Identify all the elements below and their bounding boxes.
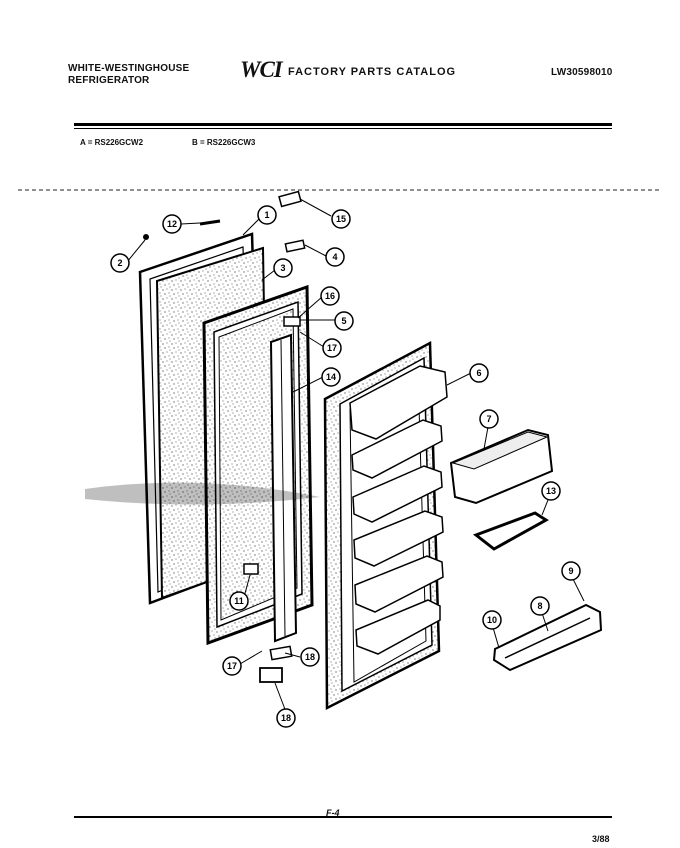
callout-7: 7 [479, 409, 499, 429]
catalog-title: FACTORY PARTS CATALOG [288, 66, 457, 78]
svg-text:13: 13 [546, 486, 556, 496]
model-a-label: A = RS226GCW2 [80, 138, 144, 147]
callout-markers: 12 1 15 2 4 3 16 5 17 14 6 7 13 11 9 10 … [110, 205, 581, 728]
door-stop [243, 563, 259, 575]
breaker-strip [269, 333, 298, 643]
callout-8: 8 [530, 596, 550, 616]
callout-18-bottom: 18 [276, 708, 296, 728]
strip-rod [199, 219, 221, 226]
document-id: LW30598010 [551, 67, 613, 78]
svg-text:17: 17 [327, 343, 337, 353]
footer-rule [74, 816, 612, 818]
dairy-bin [449, 428, 554, 505]
callout-17-lower: 17 [222, 656, 242, 676]
svg-text:17: 17 [227, 661, 237, 671]
svg-text:9: 9 [568, 566, 573, 576]
figure-code: F-4 [326, 808, 340, 818]
svg-text:15: 15 [336, 214, 346, 224]
svg-text:18: 18 [281, 713, 291, 723]
wci-logo: WCI [240, 57, 283, 82]
callout-5: 5 [334, 311, 354, 331]
screw [143, 234, 149, 240]
handle-clip [284, 239, 306, 253]
dairy-bin-lid [451, 431, 549, 470]
header-rule-thin [74, 128, 612, 129]
callout-16: 16 [320, 286, 340, 306]
callout-12: 12 [162, 214, 182, 234]
callout-10: 10 [482, 610, 502, 630]
svg-text:8: 8 [537, 601, 542, 611]
svg-text:4: 4 [332, 252, 337, 262]
header-rule [74, 123, 612, 126]
inner-door-liner [323, 340, 448, 711]
svg-text:3: 3 [280, 263, 285, 273]
callout-3: 3 [273, 258, 293, 278]
callout-9: 9 [561, 561, 581, 581]
callout-2: 2 [110, 253, 130, 273]
svg-text:10: 10 [487, 615, 497, 625]
lower-hinge [259, 667, 283, 683]
svg-text:5: 5 [341, 316, 346, 326]
callout-1: 1 [257, 205, 277, 225]
svg-text:16: 16 [325, 291, 335, 301]
svg-text:2: 2 [117, 258, 122, 268]
upper-bracket [283, 316, 301, 327]
callout-15: 15 [331, 209, 351, 229]
callout-11: 11 [229, 591, 249, 611]
small-tray [472, 511, 549, 551]
product-category: REFRIGERATOR [68, 75, 150, 86]
brand-name: WHITE-WESTINGHOUSE [68, 63, 190, 74]
svg-text:6: 6 [476, 368, 481, 378]
callout-4: 4 [325, 247, 345, 267]
svg-text:12: 12 [167, 219, 177, 229]
callout-18-right: 18 [300, 647, 320, 667]
scan-smudge [85, 482, 320, 505]
hinge-cover [278, 190, 302, 208]
callout-17-upper: 17 [322, 338, 342, 358]
svg-text:11: 11 [234, 596, 244, 606]
page-reference: 3/88 [592, 834, 610, 844]
svg-text:7: 7 [486, 414, 491, 424]
svg-text:18: 18 [305, 652, 315, 662]
callout-6: 6 [469, 363, 489, 383]
svg-text:1: 1 [264, 210, 269, 220]
lower-bracket [269, 645, 293, 661]
svg-text:14: 14 [326, 372, 336, 382]
callout-13: 13 [541, 481, 561, 501]
callout-14: 14 [321, 367, 341, 387]
door-shelf [492, 603, 603, 672]
model-b-label: B = RS226GCW3 [192, 138, 256, 147]
